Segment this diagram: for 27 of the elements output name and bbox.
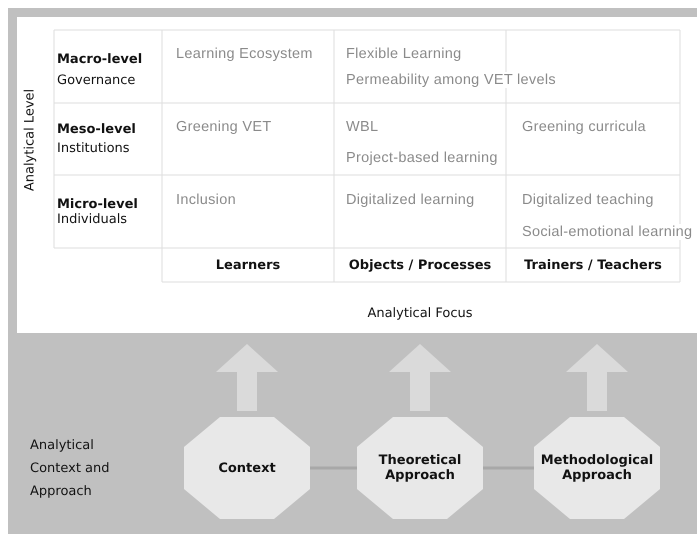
block-arrow <box>566 344 628 411</box>
cell-text: Greening curricula <box>522 119 646 135</box>
cell-text: Digitalized learning <box>346 192 475 208</box>
octagon-node: Methodological Approach <box>534 417 660 519</box>
axis-title: Analytical Level <box>22 88 38 192</box>
row-heading: Macro-level <box>57 52 142 67</box>
row-subheading: Individuals <box>57 212 128 227</box>
section-label: Analytical Context and Approach <box>30 437 111 501</box>
axis-title: Analytical Focus <box>366 306 474 321</box>
row-subheading: Governance <box>57 73 136 88</box>
octagon-node: Context <box>184 417 310 519</box>
row-heading: Meso-level <box>57 122 136 137</box>
row-subheading: Institutions <box>57 141 130 156</box>
column-heading: Learners <box>214 258 282 273</box>
cell-text: Social-emotional learning <box>522 224 692 240</box>
cell-text: Flexible Learning <box>346 46 462 62</box>
column-heading: Trainers / Teachers <box>523 258 663 273</box>
column-heading: Objects / Processes <box>348 258 492 273</box>
cell-text: Greening VET <box>176 119 272 135</box>
cell-text: Project-based learning <box>346 150 498 166</box>
cell-text: Digitalized teaching <box>522 192 654 208</box>
block-arrow <box>389 344 451 411</box>
cell-text: Permeability among VET levels <box>346 72 556 88</box>
cell-text: Learning Ecosystem <box>176 46 313 62</box>
octagon-node: Theoretical Approach <box>357 417 483 519</box>
block-arrow <box>216 344 278 411</box>
row-heading: Micro-level <box>57 197 138 212</box>
